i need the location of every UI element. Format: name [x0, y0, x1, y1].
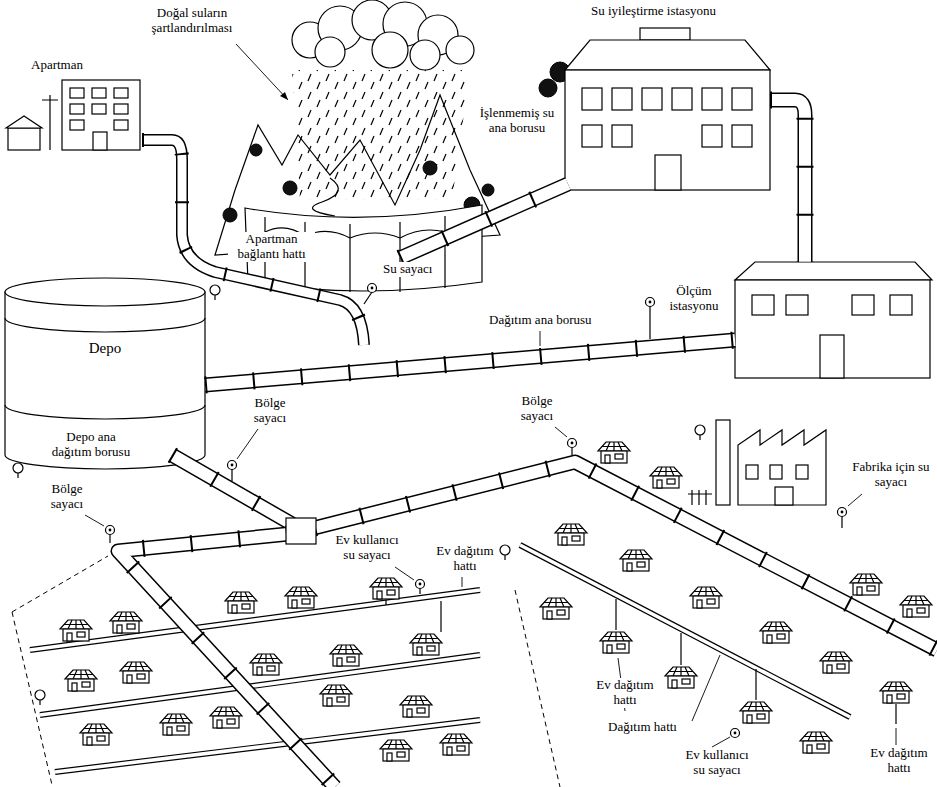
leader-arrowhead	[280, 92, 288, 100]
meters	[106, 284, 847, 738]
meter-symbol	[568, 439, 577, 448]
house-icon	[110, 612, 142, 633]
metering-station	[735, 262, 932, 378]
plot-boundary	[12, 556, 560, 787]
meter-symbol	[106, 526, 115, 535]
house-icon	[380, 740, 412, 761]
house-icon	[620, 550, 652, 571]
callout-label: Doğal suların şartlandırılması	[135, 6, 249, 36]
callout-label: Dağıtım hattı	[607, 720, 678, 735]
house-icon	[690, 587, 722, 608]
tree-icon	[35, 690, 45, 705]
house-icon	[400, 696, 432, 717]
callout-label: Ölçüm istasyonu	[662, 284, 726, 314]
callout-label: Ev kullanıcı su sayacı	[330, 533, 404, 563]
house-icon	[600, 632, 632, 653]
tree-icon	[500, 545, 510, 560]
house-icon	[598, 442, 630, 463]
meter-symbol	[646, 298, 655, 307]
callout-label: Su iyileştirme istasyonu	[590, 4, 717, 19]
meter-symbol	[228, 461, 237, 470]
house-icon	[210, 707, 242, 728]
house-icon	[250, 654, 282, 675]
house-icon	[285, 587, 317, 608]
callout-label: Ev dağıtım hattı	[432, 544, 498, 574]
callout-label: Apartman bağlantı hattı	[228, 232, 315, 262]
treatment-station	[539, 28, 770, 190]
house-icon	[65, 670, 97, 691]
house-icon	[540, 598, 572, 619]
node-text: Depo	[88, 340, 123, 357]
tree-icon	[695, 425, 705, 440]
house-icon	[760, 622, 792, 643]
tree-icon	[210, 285, 220, 300]
house-icon	[740, 702, 772, 723]
clouds	[292, 0, 474, 70]
callout-label: Bölge sayacı	[243, 396, 297, 426]
house-icon	[370, 578, 402, 599]
callout-label: Bölge sayacı	[508, 394, 566, 424]
house-icon	[320, 685, 352, 706]
rain	[292, 70, 470, 200]
house-icon	[900, 596, 932, 617]
house-icon	[440, 734, 472, 755]
house-icon	[120, 662, 152, 683]
house-icon	[880, 682, 912, 703]
callout-label: Ev dağıtım hattı	[866, 746, 932, 776]
leader-lines	[85, 44, 896, 747]
meter-symbol	[368, 284, 377, 293]
houses	[60, 442, 932, 761]
callout-label: Bölge sayacı	[40, 482, 94, 512]
callout-label: Ev dağıtım hattı	[592, 678, 658, 708]
house-icon	[665, 667, 697, 688]
house-icon	[410, 634, 442, 655]
house-icon	[850, 574, 882, 595]
callout-label: Ev kullanıcı su sayacı	[680, 748, 754, 778]
house-icon	[80, 724, 112, 745]
house-icon	[555, 524, 587, 545]
callout-label: Apartman	[30, 58, 84, 73]
service-lines	[386, 599, 896, 724]
tank-label-box: Depo	[82, 338, 129, 362]
callout-label: Fabrika için su sayacı	[848, 460, 934, 490]
house-icon	[330, 645, 362, 666]
apartment-building	[6, 80, 140, 150]
house-icon	[225, 592, 257, 613]
house-icon	[820, 652, 852, 673]
callout-label: İşlenmemiş su ana borusu	[472, 106, 562, 136]
callout-label: Depo ana dağıtım borusu	[45, 430, 137, 460]
meter-symbol	[416, 580, 425, 589]
house-icon	[60, 620, 92, 641]
meter-symbol	[838, 508, 847, 517]
tree-icon	[13, 463, 23, 478]
callout-label: Su sayacı	[382, 262, 433, 277]
pipes	[118, 100, 937, 787]
tank	[5, 278, 205, 469]
house-icon	[800, 732, 832, 753]
trees	[13, 285, 705, 705]
factory	[688, 420, 826, 505]
house-icon	[160, 714, 192, 735]
meter-symbol	[731, 729, 740, 738]
callout-label: Dağıtım ana borusu	[488, 313, 593, 328]
house-icon	[650, 467, 682, 488]
